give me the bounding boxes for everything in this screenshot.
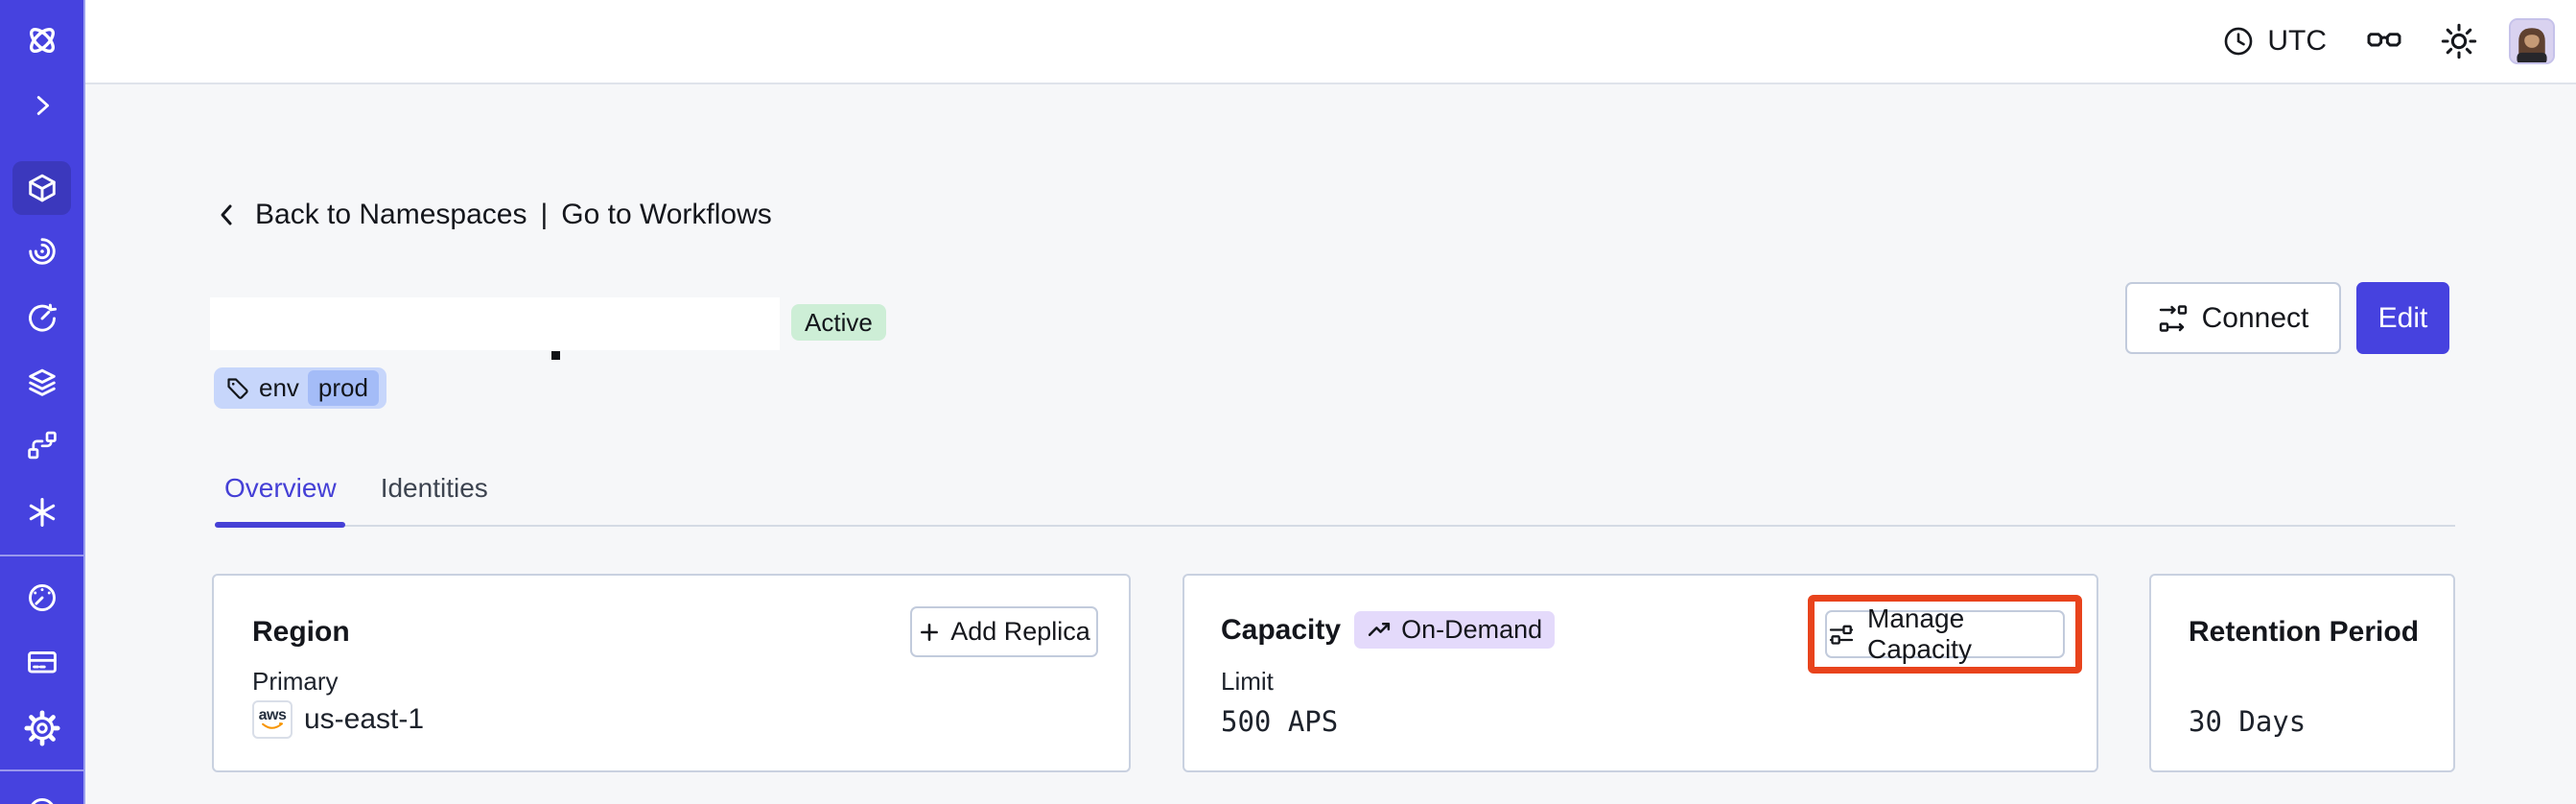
manage-capacity-label: Manage Capacity: [1867, 603, 1972, 664]
add-replica-button[interactable]: Add Replica: [910, 606, 1098, 657]
retention-value: 30 Days: [2189, 705, 2307, 738]
layers-icon[interactable]: [0, 364, 83, 402]
asterisk-icon[interactable]: [0, 493, 83, 532]
sun-icon[interactable]: [2440, 22, 2478, 60]
sidebar-divider: [0, 769, 83, 771]
avatar[interactable]: [2509, 18, 2555, 64]
glasses-icon[interactable]: [2365, 22, 2403, 60]
cube-icon[interactable]: [0, 169, 83, 207]
circle-partial-icon[interactable]: [0, 792, 83, 804]
retention-card-title: Retention Period: [2189, 616, 2420, 648]
edit-label: Edit: [2377, 301, 2428, 334]
back-to-namespaces-link[interactable]: Back to Namespaces: [255, 199, 527, 230]
topbar: UTC: [85, 0, 2576, 84]
limit-label: Limit: [1221, 667, 1274, 696]
tag-icon: [225, 376, 250, 401]
redaction-artifact-dot: [551, 351, 560, 360]
tag-value: prod: [307, 370, 379, 406]
capacity-card-title: Capacity: [1221, 613, 1342, 646]
retention-card: Retention Period 30 Days: [2149, 574, 2455, 772]
temporal-logo-icon[interactable]: [0, 21, 83, 59]
capacity-card: Capacity On-Demand: [1183, 574, 2098, 772]
gear-icon[interactable]: [0, 709, 83, 747]
region-value: us-east-1: [304, 703, 425, 735]
branch-icon[interactable]: [0, 426, 83, 464]
chevron-left-icon[interactable]: [213, 201, 242, 229]
sidebar-divider: [0, 555, 83, 556]
chevron-right-icon[interactable]: [0, 86, 83, 125]
clock-icon: [2219, 22, 2258, 60]
sidebar: [0, 0, 85, 804]
limit-value: 500 APS: [1221, 705, 1339, 738]
tab-overview[interactable]: Overview: [224, 473, 337, 503]
breadcrumb-separator: |: [540, 199, 549, 230]
tab-identities[interactable]: Identities: [380, 473, 488, 503]
breadcrumb: Back to Namespaces | Go to Workflows: [213, 195, 772, 235]
clock-arrow-icon[interactable]: [0, 299, 83, 338]
swirl-icon[interactable]: [0, 232, 83, 271]
primary-label: Primary: [252, 667, 339, 696]
red-annotation-highlight: Manage Capacity: [1808, 595, 2082, 674]
tab-bar: Overview Identities: [215, 472, 498, 505]
namespace-tag[interactable]: env prod: [214, 367, 386, 409]
namespace-title-redacted: [210, 297, 780, 350]
add-replica-label: Add Replica: [950, 617, 1090, 646]
connect-label: Connect: [2201, 301, 2309, 334]
status-badge: Active: [791, 304, 886, 341]
plus-icon: [918, 621, 941, 644]
aws-logo: aws: [252, 700, 293, 739]
connect-icon: [2158, 303, 2189, 334]
trending-up-icon: [1367, 617, 1393, 643]
timezone-label: UTC: [2267, 25, 2327, 57]
manage-capacity-button[interactable]: Manage Capacity: [1825, 603, 2065, 664]
region-card-title: Region: [252, 616, 350, 648]
region-card: Region Add Replica Primary aws: [212, 574, 1131, 772]
gauge-icon[interactable]: [0, 579, 83, 617]
tabs-divider-line: [215, 525, 2455, 527]
ondemand-badge: On-Demand: [1354, 611, 1556, 649]
capacity-title-row: Capacity On-Demand: [1221, 611, 1556, 649]
credit-card-icon[interactable]: [0, 643, 83, 681]
region-value-row: aws us-east-1: [252, 700, 424, 739]
go-to-workflows-link[interactable]: Go to Workflows: [561, 199, 772, 230]
edit-button[interactable]: Edit: [2356, 282, 2449, 354]
tag-key: env: [259, 373, 299, 402]
sliders-icon: [1827, 620, 1856, 649]
timezone-selector[interactable]: UTC: [2219, 22, 2327, 60]
connect-button[interactable]: Connect: [2125, 282, 2341, 354]
active-tab-underline: [215, 522, 345, 528]
main-content: Back to Namespaces | Go to Workflows Act…: [85, 84, 2576, 804]
